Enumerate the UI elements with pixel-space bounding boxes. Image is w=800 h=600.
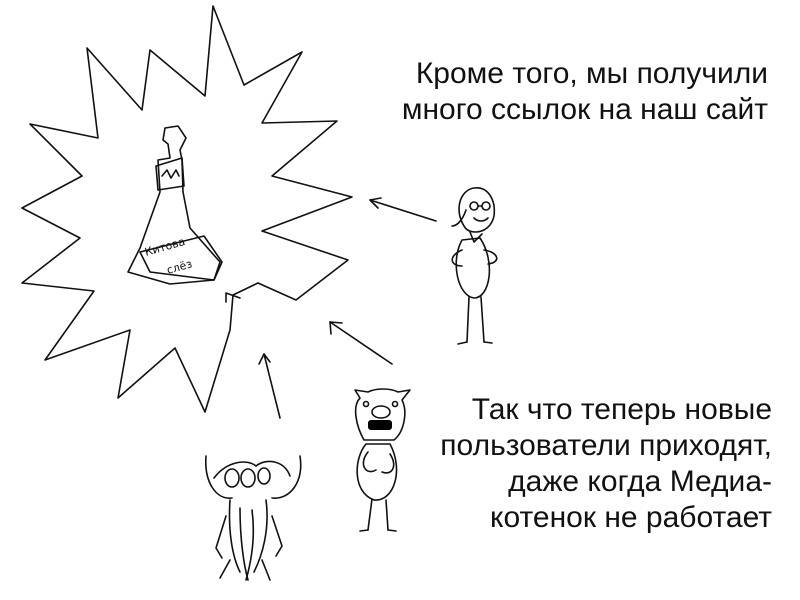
arrow-from-pig bbox=[329, 321, 393, 365]
girl-figure bbox=[451, 187, 498, 345]
caption-bottom: Так что теперь новые пользователи приход… bbox=[440, 392, 772, 536]
squid-figure bbox=[205, 455, 302, 581]
starburst-shape bbox=[21, 5, 353, 413]
arrow-from-girl bbox=[369, 197, 437, 222]
caption-top: Кроме того, мы получили много ссылок на … bbox=[402, 56, 768, 128]
arrow-from-squid bbox=[258, 353, 281, 419]
caption-top-line2: много ссылок на наш сайт bbox=[401, 93, 768, 126]
caption-bottom-line2: пользователи приходят, bbox=[440, 429, 772, 462]
bottle-label-line2: слёз bbox=[165, 257, 193, 277]
bottle-label-line1: Китова bbox=[143, 235, 186, 259]
bottle-icon: Китова слёз bbox=[127, 125, 223, 285]
caption-bottom-line1: Так что теперь новые bbox=[471, 393, 772, 426]
pig-figure bbox=[354, 388, 411, 532]
caption-bottom-line4: котенок не работает bbox=[490, 501, 772, 534]
arrow-tip-small bbox=[225, 292, 241, 303]
caption-top-line1: Кроме того, мы получили bbox=[415, 57, 768, 90]
caption-bottom-line3: даже когда Медиа- bbox=[508, 465, 772, 498]
